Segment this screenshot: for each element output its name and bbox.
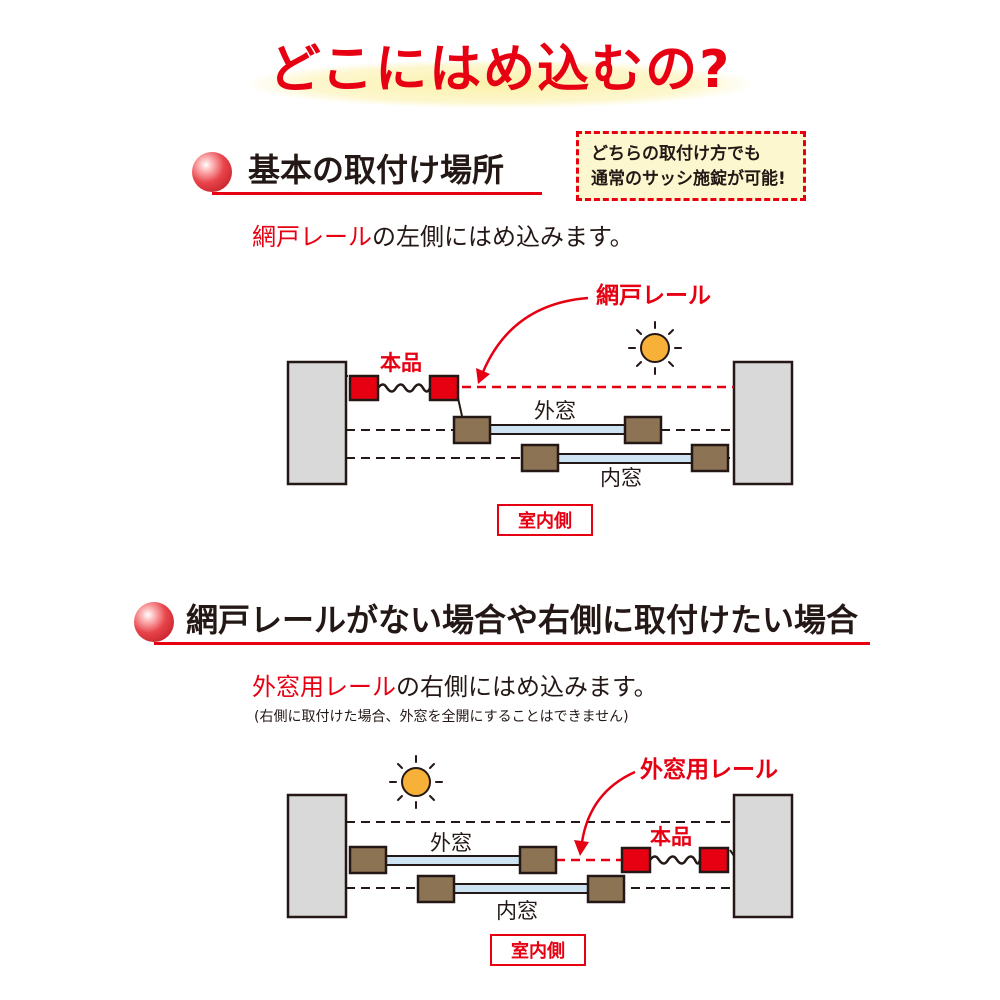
indoor-label-box [497,504,593,536]
product-bracket [729,849,735,880]
inner-window-sash-right [690,443,730,473]
outer-window-sash-left [348,845,388,875]
inner-window-sash-left [520,443,560,473]
product-block-right [698,846,730,874]
outer-window-glass [383,855,523,866]
product-block-left [620,846,652,874]
note-line-2: 通常のサッシ施錠が可能! [591,169,786,189]
note-box: どちらの取付け方でも 通常のサッシ施錠が可能! [576,131,806,201]
arrow-head-icon [574,840,589,856]
section2-desc-highlight: 外窓用レール [252,673,396,701]
section2-desc-rest: の右側にはめ込みます。 [396,673,658,701]
label-indoor: 室内側 [511,940,565,962]
label-indoor: 室内側 [518,510,572,532]
label-outer-window: 外窓 [534,399,576,423]
inner-window-sash-left [416,874,456,904]
bullet-ball-icon [192,152,232,192]
product-block-right [428,374,460,402]
heading-underline [212,192,542,195]
section1-diagram: 網戸レール 本品 外窓 内窓 室内側 [286,282,794,536]
label-product: 本品 [380,351,422,375]
sun-icon [389,755,443,809]
product-spring [648,855,702,865]
section2-diagram: 外窓用レール 本品 外窓 内窓 室内側 [286,755,794,966]
title-highlight [248,60,752,108]
inner-window-glass [555,453,695,464]
product-bracket [345,375,348,417]
section1-description: 網戸レールの左側にはめ込みます。 [252,222,634,252]
inner-window-sash-right [586,874,626,904]
section2-description: 外窓用レールの右側にはめ込みます。 [252,672,658,702]
label-screen-rail: 網戸レール [596,282,711,309]
outer-window-sash-right [623,415,663,445]
section1-desc-rest: の左側にはめ込みます。 [372,223,634,251]
arrow-head-icon [476,368,490,384]
inner-window-glass [451,883,591,894]
note-line-1: どちらの取付け方でも [591,144,761,164]
label-outer-window: 外窓 [430,831,472,855]
bullet-ball-icon [134,602,174,642]
product-hook [457,397,463,417]
section1-desc-highlight: 網戸レール [252,223,372,251]
outer-window-sash-right [518,845,558,875]
heading-underline [154,642,870,645]
outer-window-glass [487,424,627,435]
sun-icon [628,321,682,375]
right-wall-frame [732,793,794,919]
rail-pointer-arrow [481,296,589,373]
page-title: どこにはめ込むの? [268,40,732,100]
right-wall-frame [732,360,794,486]
left-wall-frame [286,360,348,486]
product-block-left [348,374,380,402]
section2-heading: 網戸レールがない場合や右側に取付けたい場合 [186,601,859,639]
label-product: 本品 [650,825,692,849]
left-wall-frame [286,793,348,919]
outer-window-sash-left [452,415,492,445]
rail-pointer-arrow [580,770,636,843]
label-inner-window: 内窓 [496,899,538,923]
label-inner-window: 内窓 [600,466,642,490]
product-spring [376,383,432,393]
section1-heading: 基本の取付け場所 [248,151,505,189]
indoor-label-box [490,934,586,966]
label-outer-rail: 外窓用レール [640,756,778,783]
section2-subnote: (右側に取付けた場合、外窓を全開にすることはできません) [254,709,629,725]
